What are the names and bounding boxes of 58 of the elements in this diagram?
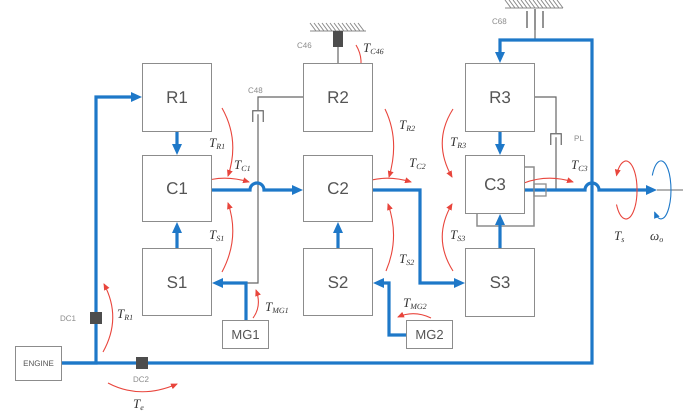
- torque-label: T$_{C1}$: [234, 157, 251, 172]
- clutch-label: C68: [492, 17, 507, 26]
- torque-label: T$_{C46}$: [363, 40, 384, 55]
- clutch-block: [136, 357, 148, 369]
- power-flow-arrow: [373, 278, 406, 337]
- carrier-block: C1: [142, 155, 212, 222]
- power-flow-arrow: [172, 222, 182, 248]
- clutch-symbol: [550, 133, 562, 145]
- clutch-label: PL: [574, 134, 584, 143]
- torque-label: T$_{R1}$: [117, 306, 134, 321]
- torque-label: T$_{R1}$: [209, 135, 226, 150]
- torque-label: T$_{R2}$: [399, 117, 416, 132]
- clutch-symbol: [252, 110, 264, 122]
- ring-gear-block: R1: [142, 63, 212, 132]
- torque-label: T$_{S2}$: [399, 251, 414, 266]
- torque-label: T$_{R3}$: [450, 134, 466, 149]
- torque-label: T$_{MG1}$: [265, 299, 289, 314]
- carrier-block: C2: [303, 155, 373, 222]
- power-flow-arrow: [495, 214, 505, 248]
- power-flow-arrow: [525, 181, 657, 195]
- motor-generator-block: MG1: [222, 320, 269, 349]
- torque-label: T$_{e}$: [133, 396, 144, 411]
- torque-label: T$_{s}$: [614, 228, 624, 243]
- motor-generator-block: MG2: [406, 320, 453, 349]
- carrier-block: C3: [465, 155, 525, 214]
- speed-label: ω$_{o}$: [650, 228, 664, 243]
- power-flow-arrow: [495, 132, 505, 155]
- torque-label: T$_{C3}$: [571, 157, 588, 172]
- power-flow-arrow: [373, 188, 465, 288]
- ring-gear-block: R2: [303, 63, 373, 132]
- power-flow-arrow: [333, 222, 343, 248]
- torque-label: T$_{MG2}$: [403, 295, 427, 310]
- linkage-line: [534, 30, 536, 39]
- sun-gear-block: S2: [303, 248, 373, 316]
- linkage-line: [246, 122, 259, 284]
- ring-gear-block: R3: [465, 63, 535, 132]
- torque-label: T$_{S3}$: [450, 227, 466, 242]
- brake-symbol: [525, 9, 545, 30]
- linkage-line: [535, 96, 557, 133]
- clutch-label: DC1: [60, 314, 76, 323]
- brake-block: [333, 31, 343, 47]
- power-flow-arrow: [94, 92, 142, 312]
- sun-gear-block: S1: [142, 248, 212, 316]
- power-flow-arrow: [148, 38, 594, 365]
- torque-label: T$_{S1}$: [209, 227, 224, 242]
- linkage-line: [337, 47, 339, 63]
- power-flow-line: [62, 361, 136, 365]
- power-flow-arrow: [212, 181, 303, 195]
- engine-block: ENGINE: [15, 346, 62, 381]
- power-flow-arrow: [212, 278, 248, 320]
- clutch-label: DC2: [133, 375, 150, 384]
- torque-label: T$_{C2}$: [409, 155, 426, 170]
- power-flow-arrow: [172, 132, 182, 155]
- clutch-label: C48: [248, 86, 263, 95]
- clutch-label: C46: [297, 41, 312, 50]
- sun-gear-block: S3: [465, 248, 535, 317]
- linkage-line: [257, 96, 303, 110]
- clutch-block: [90, 312, 102, 324]
